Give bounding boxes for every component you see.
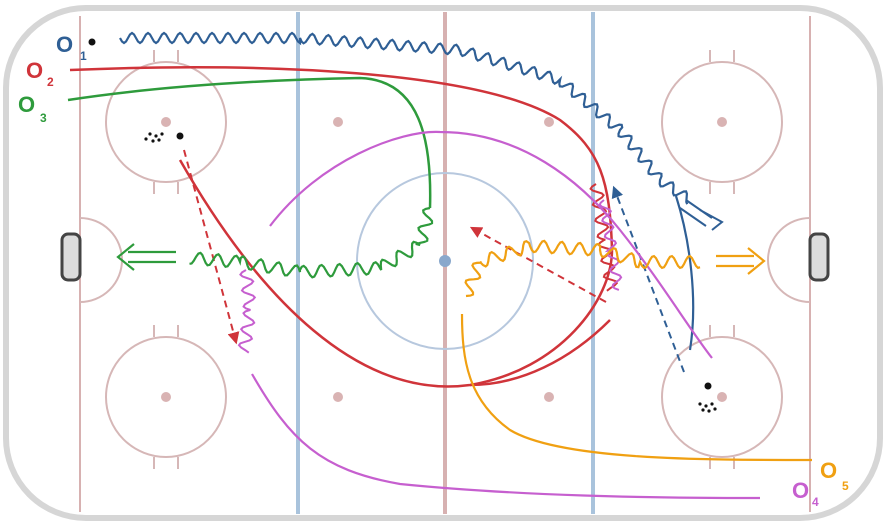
o3-shot-arrow-left bbox=[116, 243, 176, 271]
o4-skate-path-lower bbox=[251, 373, 761, 500]
center-faceoff-dot bbox=[439, 255, 451, 267]
pucks-left bbox=[144, 132, 184, 143]
svg-text:1: 1 bbox=[80, 49, 87, 63]
player-o1-label: O 1 bbox=[56, 32, 87, 63]
o1-pass-dashed bbox=[611, 185, 685, 373]
o1-carry-path bbox=[119, 31, 689, 205]
pucks-right bbox=[698, 382, 717, 413]
player-o2-label: O 2 bbox=[26, 58, 54, 89]
faceoff-circle-bottom-left bbox=[105, 325, 227, 469]
goal-net-left bbox=[60, 232, 82, 282]
svg-text:2: 2 bbox=[47, 75, 54, 89]
player-o5-label: O 5 bbox=[820, 458, 849, 493]
o4-skate-path-upper bbox=[269, 130, 713, 359]
o5-skate-path bbox=[460, 313, 813, 462]
o1-shot-arrow bbox=[679, 199, 724, 231]
o2-pass-center bbox=[469, 226, 607, 303]
o5-shot-arrow-right bbox=[716, 247, 766, 275]
o4-carry-path bbox=[237, 269, 257, 354]
puck-o1 bbox=[88, 38, 96, 46]
svg-text:3: 3 bbox=[40, 111, 47, 125]
o2-return-path bbox=[469, 319, 611, 387]
o2-pass-left bbox=[183, 149, 240, 345]
faceoff-dot-neutral-top-left bbox=[333, 117, 343, 127]
goal-net-right bbox=[808, 232, 830, 282]
o5-carry-path bbox=[464, 239, 701, 298]
svg-text:O: O bbox=[56, 32, 73, 57]
svg-text:O: O bbox=[792, 478, 809, 503]
svg-text:5: 5 bbox=[842, 479, 849, 493]
faceoff-dot-neutral-bottom-left bbox=[333, 392, 343, 402]
svg-text:4: 4 bbox=[812, 495, 819, 509]
o3-carry-path bbox=[189, 206, 434, 279]
o3-skate-path bbox=[67, 76, 432, 209]
o4-carry-path-right bbox=[598, 199, 623, 291]
svg-text:O: O bbox=[26, 58, 43, 83]
player-o4-label: O 4 bbox=[792, 478, 819, 509]
faceoff-dot-neutral-bottom-right bbox=[544, 392, 554, 402]
svg-text:O: O bbox=[18, 92, 35, 117]
center-circle bbox=[356, 172, 534, 350]
svg-text:O: O bbox=[820, 458, 837, 483]
faceoff-dot-neutral-top-right bbox=[544, 117, 554, 127]
player-o3-label: O 3 bbox=[18, 92, 47, 125]
faceoff-circle-top-left bbox=[105, 50, 227, 194]
faceoff-circle-top-right bbox=[661, 50, 783, 194]
faceoff-circle-bottom-right bbox=[661, 325, 783, 469]
goal-crease-right bbox=[767, 217, 811, 303]
